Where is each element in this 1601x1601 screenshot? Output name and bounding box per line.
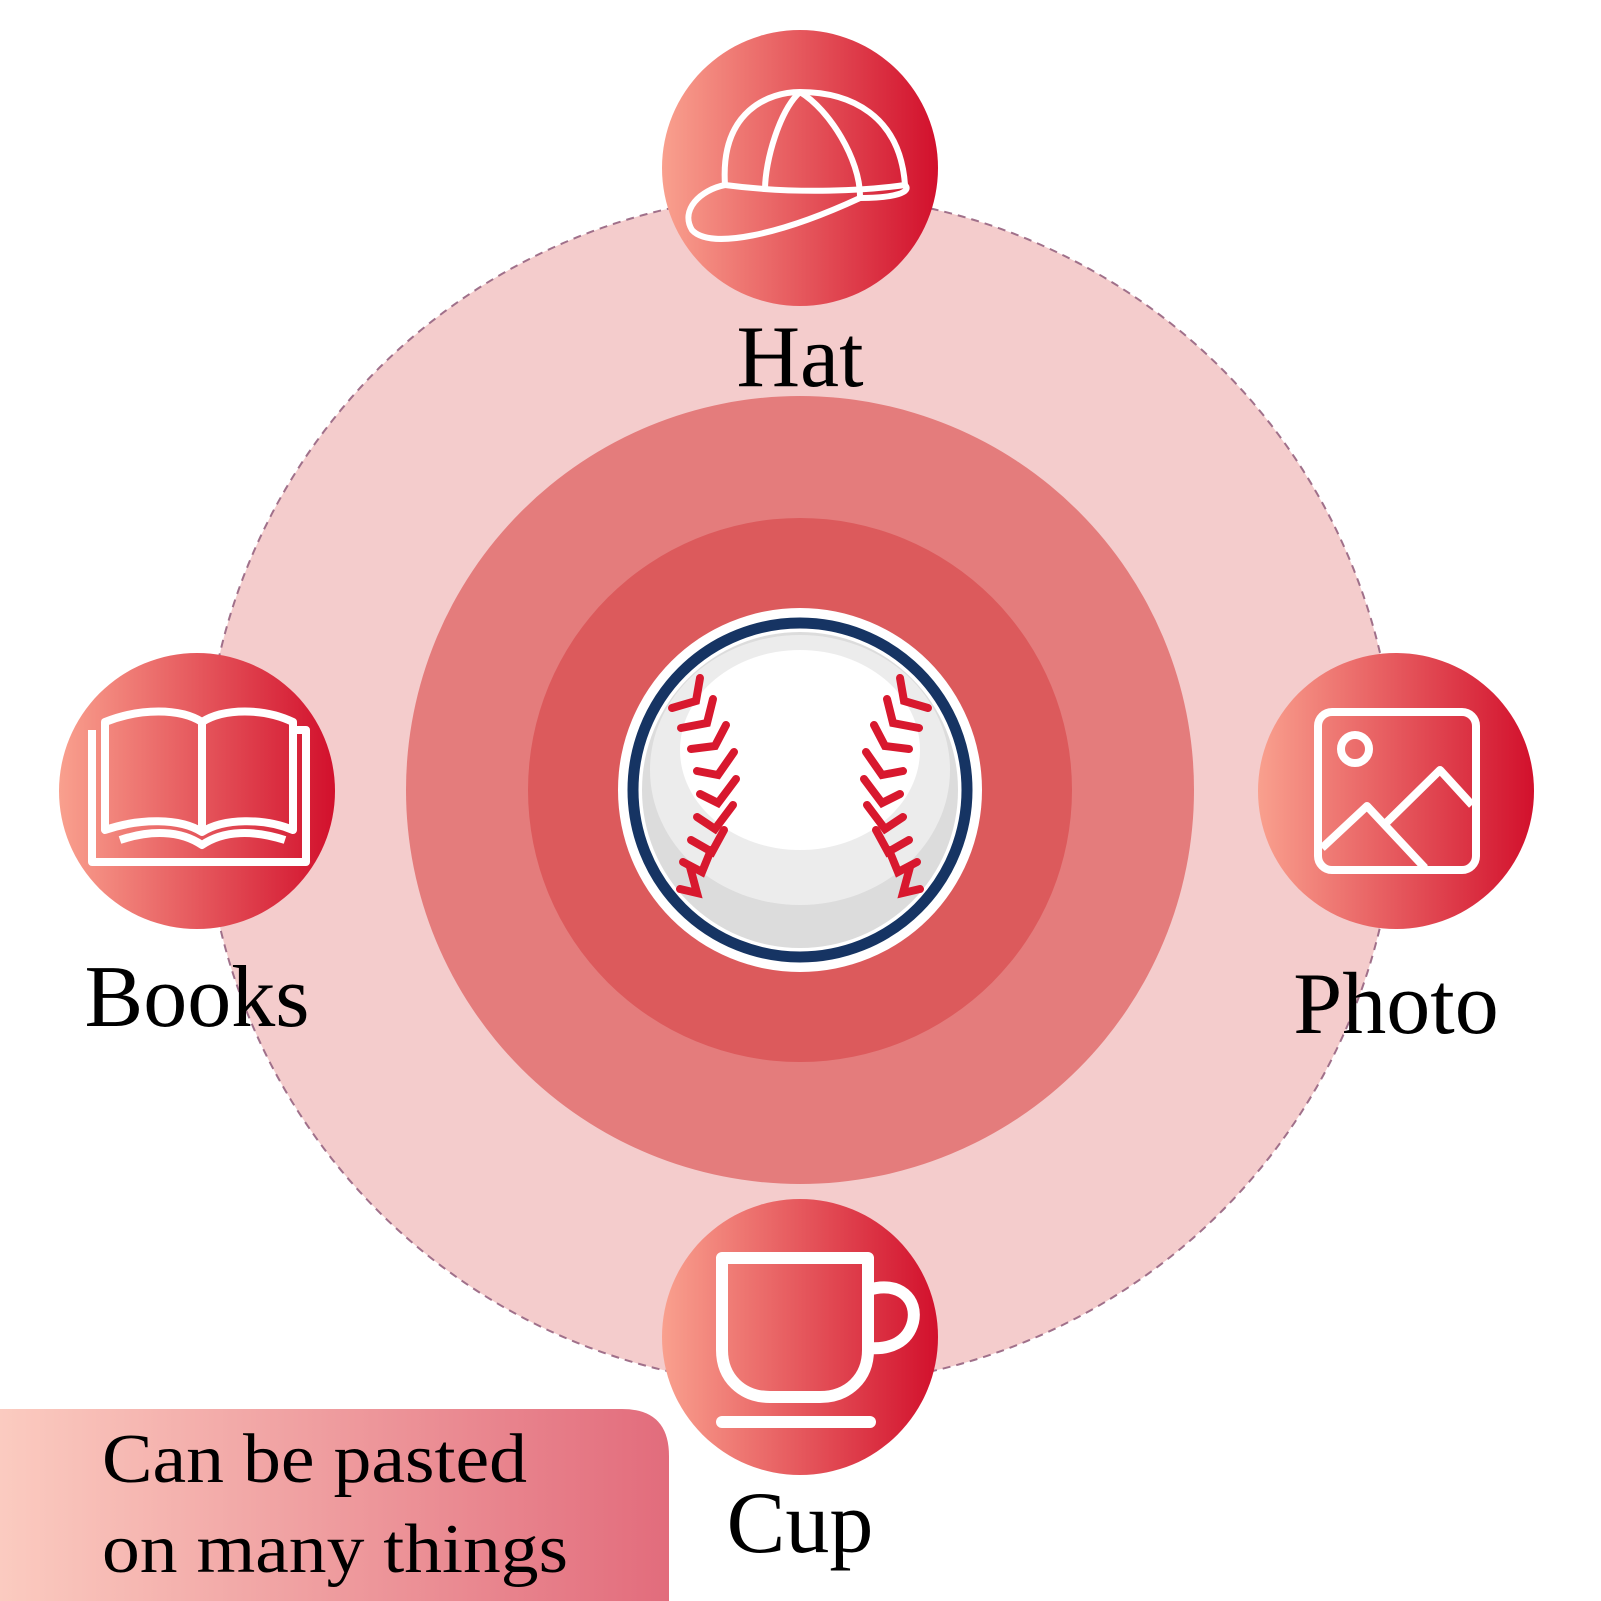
label-photo: Photo [1293, 956, 1498, 1053]
node-cup: Cup [662, 1199, 938, 1572]
caption-line-1: Can be pasted [102, 1421, 527, 1498]
open-book-icon [88, 707, 310, 866]
cup-icon [716, 1252, 920, 1428]
baseball-icon [618, 608, 982, 972]
node-photo: Photo [1258, 653, 1534, 1053]
node-books: Books [59, 653, 335, 1046]
caption-box: Can be pasted on many things [0, 1409, 669, 1601]
label-hat: Hat [736, 309, 863, 406]
caption-line-2: on many things [102, 1511, 568, 1588]
node-hat: Hat [662, 30, 938, 406]
baseball-cap-icon [685, 89, 910, 242]
label-books: Books [85, 949, 310, 1046]
label-cup: Cup [727, 1475, 874, 1572]
image-icon [1314, 708, 1480, 874]
